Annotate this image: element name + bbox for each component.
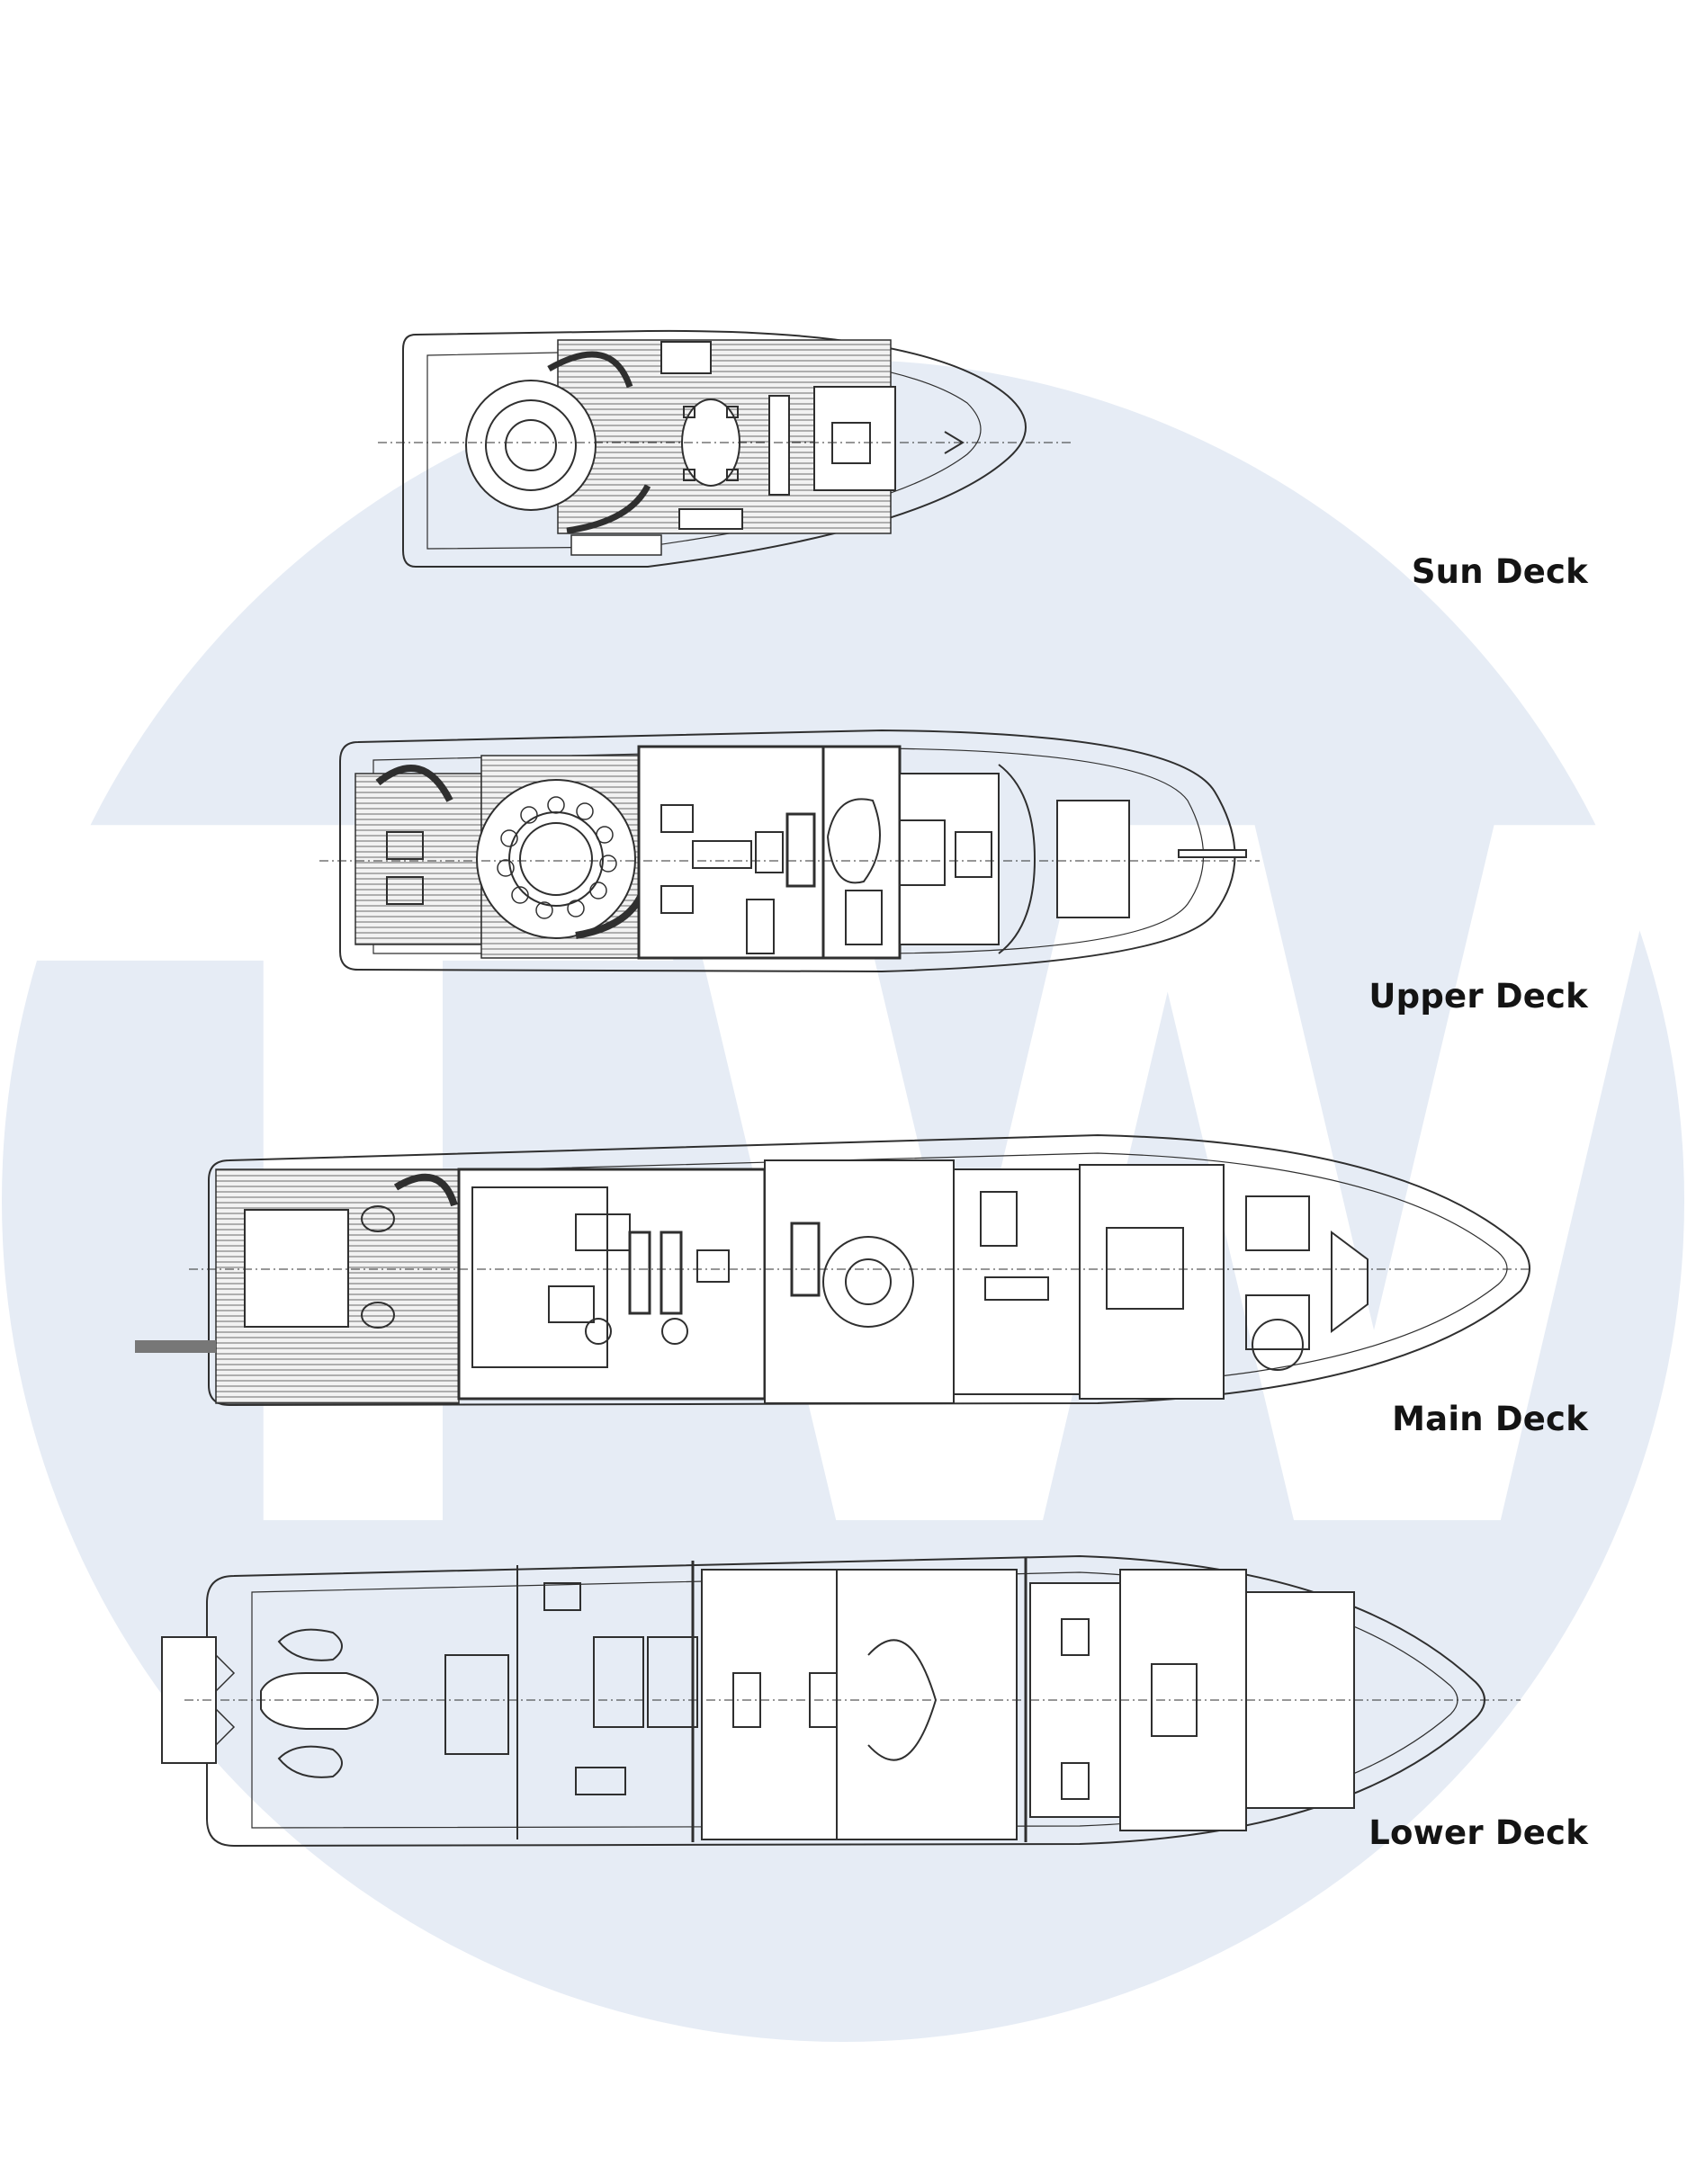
deck-label-sun: Sun Deck xyxy=(1411,552,1588,591)
upper-deck-plan xyxy=(319,729,1260,973)
deck-label-lower: Lower Deck xyxy=(1368,1813,1588,1852)
deck-label-upper: Upper Deck xyxy=(1368,977,1588,1016)
sun-deck-plan xyxy=(378,329,1071,568)
lower-deck-plan xyxy=(161,1554,1521,1848)
main-deck-plan xyxy=(135,1133,1530,1407)
deck-label-main: Main Deck xyxy=(1392,1400,1588,1438)
